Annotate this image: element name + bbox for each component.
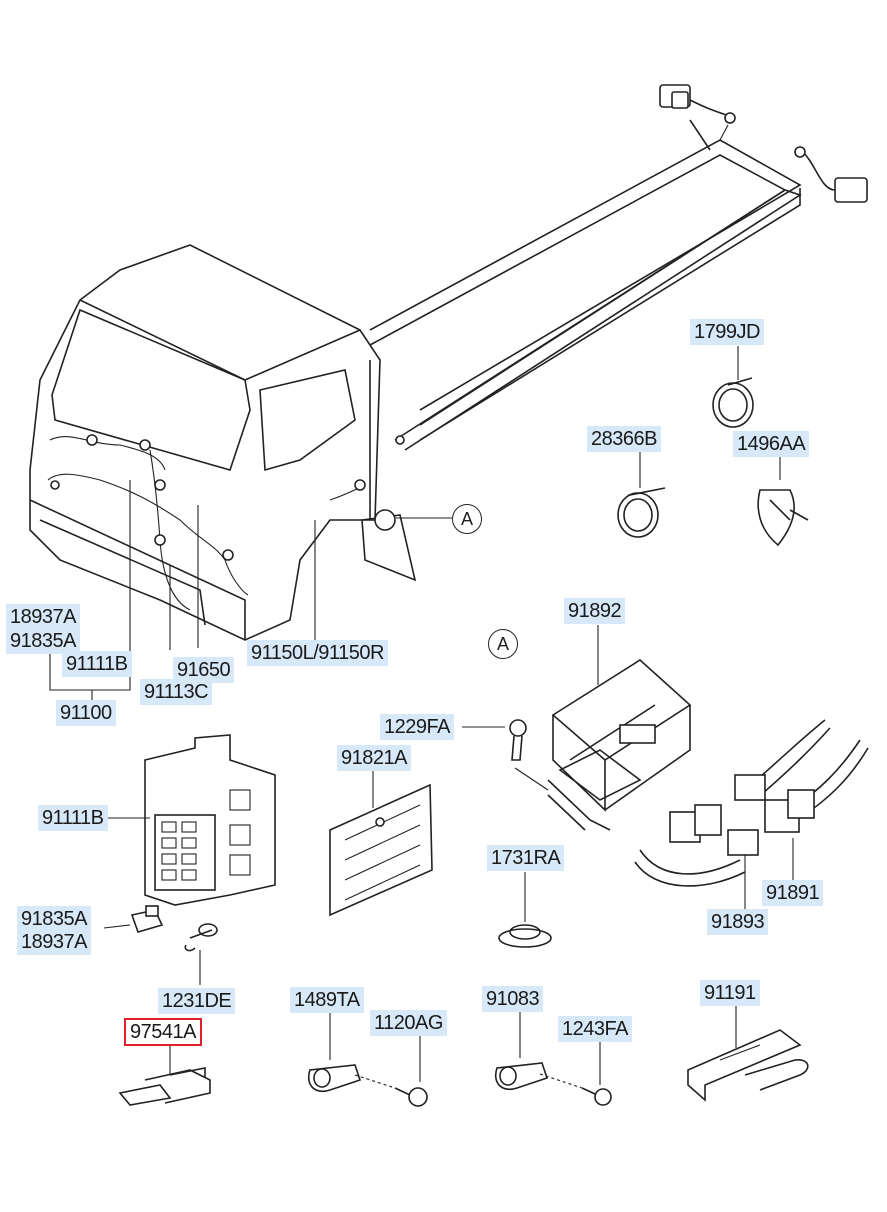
connector-97541A — [118, 1045, 211, 1106]
grommet-1731RA — [498, 872, 552, 948]
fuse-91835A — [103, 905, 164, 933]
callout-91113C[interactable]: 91113C — [140, 679, 213, 705]
callout-18937A-bot[interactable]: 18937A — [17, 929, 91, 955]
callout-91111B-mid[interactable]: 91111B — [38, 805, 108, 831]
callout-1489TA[interactable]: 1489TA — [290, 987, 364, 1013]
truck-cab — [29, 244, 417, 641]
reference-mark-a-truck: A — [452, 504, 482, 534]
callout-91083[interactable]: 91083 — [482, 986, 544, 1012]
callout-91150L-91150R[interactable]: 91150L/91150R — [247, 640, 388, 666]
bolt-1231DE — [184, 923, 218, 985]
callout-91835A-bot[interactable]: 91835A — [17, 906, 91, 932]
callout-91893[interactable]: 91893 — [707, 909, 769, 935]
callout-91650[interactable]: 91650 — [173, 657, 235, 683]
clamp-1489TA — [308, 1012, 428, 1107]
label-plate-91821A — [329, 771, 433, 917]
callout-91821A[interactable]: 91821A — [337, 745, 411, 771]
fuse-box-91892 — [547, 625, 692, 831]
callout-1731RA[interactable]: 1731RA — [487, 845, 565, 871]
junction-box-91111B — [100, 734, 276, 906]
callout-97541A-highlighted[interactable]: 97541A — [124, 1018, 202, 1046]
reference-mark-a-section: A — [488, 629, 518, 659]
clamp-1799JD — [712, 346, 754, 428]
callout-1229FA[interactable]: 1229FA — [380, 714, 454, 740]
callout-91111B-top[interactable]: 91111B — [62, 651, 132, 677]
callout-18937A-top[interactable]: 18937A — [6, 604, 80, 630]
callout-1231DE[interactable]: 1231DE — [158, 988, 236, 1014]
callout-1120AG[interactable]: 1120AG — [370, 1010, 447, 1036]
leader-lines-truck — [49, 480, 452, 700]
callout-1243FA[interactable]: 1243FA — [558, 1016, 632, 1042]
clamp-91083 — [495, 1010, 612, 1106]
clip-1496AA — [757, 456, 809, 547]
callout-28366B[interactable]: 28366B — [587, 426, 661, 452]
callout-91892[interactable]: 91892 — [564, 598, 626, 624]
callout-91100[interactable]: 91100 — [56, 700, 116, 726]
rear-lamp-right — [794, 146, 868, 203]
callout-1496AA[interactable]: 1496AA — [733, 431, 810, 457]
clamp-28366B — [617, 450, 666, 538]
chassis-frame — [369, 119, 802, 451]
bolt-1229FA — [462, 719, 549, 791]
callout-91835A-top[interactable]: 91835A — [6, 628, 80, 654]
callout-91191[interactable]: 91191 — [700, 980, 760, 1006]
callout-91891[interactable]: 91891 — [762, 880, 824, 906]
bracket-91191 — [687, 1005, 809, 1102]
rear-lamp-left — [659, 84, 736, 124]
callout-1799JD[interactable]: 1799JD — [690, 319, 764, 345]
harness-connectors — [634, 719, 869, 910]
